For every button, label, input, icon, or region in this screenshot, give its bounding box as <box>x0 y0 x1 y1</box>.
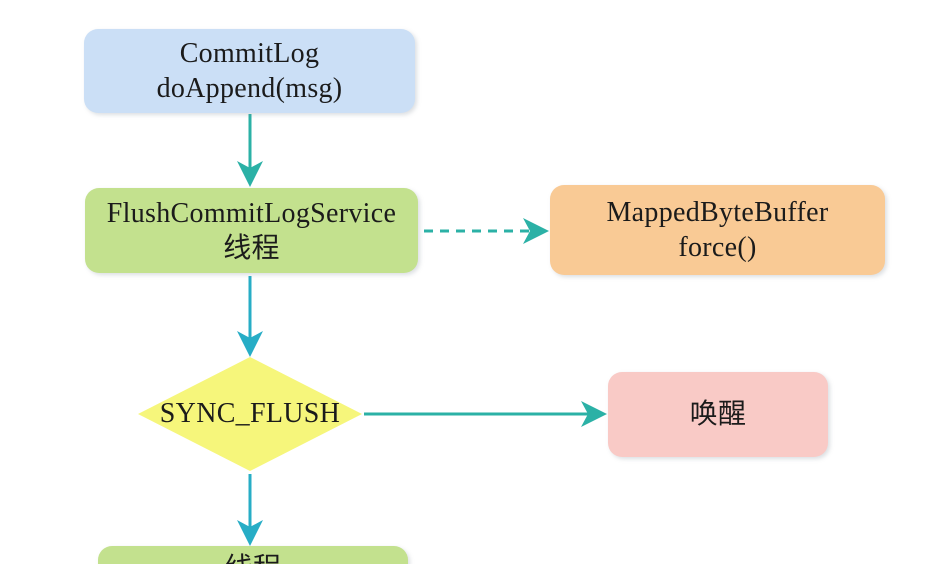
node-wake-line1: 唤醒 <box>689 399 747 430</box>
sync-flush-diamond-shape <box>138 357 362 471</box>
node-bottom-line1: 线程 <box>225 551 282 564</box>
arrow-syncflush-to-bottom <box>237 474 263 546</box>
arrow-flushservice-to-syncflush <box>237 276 263 357</box>
node-mappedbytebuffer-force: MappedByteBuffer force() <box>550 185 885 275</box>
node-syncflush-decision-label: SYNC_FLUSH <box>159 398 341 429</box>
node-commitlog-line2: doAppend(msg) <box>156 73 343 104</box>
arrow-syncflush-to-wake <box>364 401 607 427</box>
node-bottom-thread-truncated: 线程 <box>98 546 408 564</box>
node-mappedbytebuffer-line1: MappedByteBuffer <box>606 197 829 228</box>
node-mappedbytebuffer-line2: force() <box>678 232 757 263</box>
node-wake-up: 唤醒 <box>608 372 828 457</box>
node-flushcommitlogservice-thread: FlushCommitLogService 线程 <box>85 188 418 273</box>
node-commitlog-line1: CommitLog <box>179 38 320 69</box>
node-flushservice-line2: 线程 <box>223 232 280 264</box>
arrow-commitlog-to-flushservice <box>237 114 263 187</box>
arrow-flushservice-to-mappedbytebuffer-dashed <box>424 218 549 244</box>
node-flushservice-line1: FlushCommitLogService <box>106 197 397 229</box>
node-commitlog-doappend: CommitLog doAppend(msg) <box>84 29 415 113</box>
